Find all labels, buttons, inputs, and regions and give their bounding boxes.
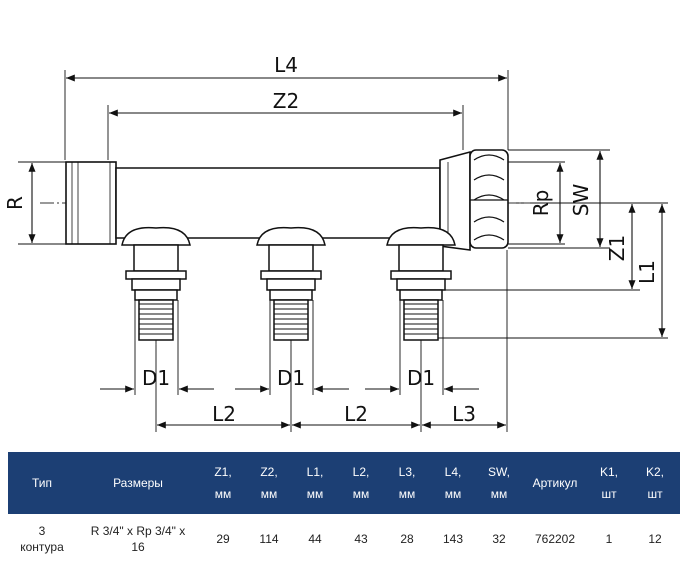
header-z1: Z1,мм [214,465,232,501]
manifold-drawing: L4 Z2 R Rp SW Z1 L1 D1 D1 D1 L2 L2 L3 [3,53,668,432]
header-type: Тип [31,476,52,490]
header-sw: SW,мм [487,465,510,501]
label-d1-3: D1 [407,366,435,390]
header-k1: K1,шт [599,465,618,501]
table-header-row: Тип Размеры Z1,мм Z2,мм L1,мм L2,мм L3,м… [8,452,680,514]
header-l1: L1,мм [306,465,324,501]
header-k2: K2,шт [645,465,664,501]
header-l3: L3,мм [398,465,416,501]
label-l2-1: L2 [212,402,236,426]
cell-article: 762202 [534,532,576,546]
cell-k2: 12 [648,532,662,546]
label-l1: L1 [635,260,659,284]
outlets [121,226,456,341]
cell-z1: 29 [216,532,230,546]
outlet-3 [386,226,456,341]
label-r: R [3,196,27,210]
cell-l3: 28 [400,532,414,546]
header-l4: L4,мм [444,465,462,501]
header-z2: Z2,мм [260,465,278,501]
label-d1-2: D1 [277,366,305,390]
label-sw: SW [569,184,593,217]
dimension-lines [28,74,666,429]
outlet-2 [256,226,326,341]
cell-k1: 1 [605,532,613,546]
label-l3: L3 [452,402,476,426]
outlet-1 [121,226,191,341]
label-l4: L4 [274,53,298,77]
header-l2: L2,мм [352,465,370,501]
header-sizes: Размеры [113,476,163,490]
cell-z2: 114 [259,532,279,546]
cell-l1: 44 [308,532,322,546]
label-rp: Rp [529,190,553,217]
spec-table: Тип Размеры Z1,мм Z2,мм L1,мм L2,мм L3,м… [8,452,680,564]
manifold-body [65,149,509,251]
cell-l4: 143 [442,532,464,546]
header-article: Артикул [532,476,578,490]
cell-l2: 43 [354,532,368,546]
extension-lines [18,70,668,432]
label-l2-2: L2 [344,402,368,426]
cell-sw: 32 [492,532,506,546]
label-z2: Z2 [273,89,299,113]
label-d1-1: D1 [142,366,170,390]
label-z1: Z1 [605,235,629,261]
